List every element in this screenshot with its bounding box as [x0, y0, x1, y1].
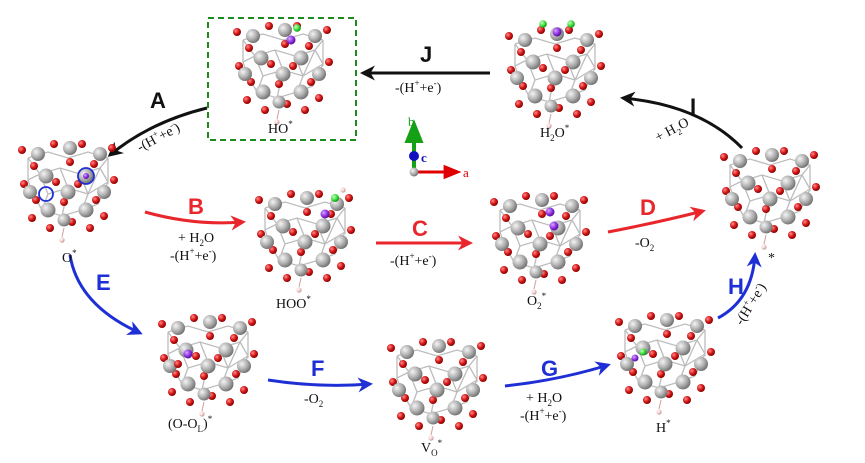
label-h2o-star: H2O* — [540, 123, 570, 143]
cond-f: -O2 — [304, 392, 323, 409]
step-letter-h: H — [728, 274, 744, 299]
step-letter-i: I — [690, 94, 696, 119]
structure-ool-star — [157, 313, 259, 418]
structure-h-star — [614, 311, 716, 416]
label-vo-star: VO* — [421, 438, 443, 458]
cond-d: -O2 — [635, 236, 654, 253]
label-ho-star: HO* — [268, 119, 293, 137]
structure-o-star — [17, 139, 119, 244]
label-bare-star: * — [768, 251, 775, 266]
arrow-b — [144, 210, 246, 231]
cond-j: -(H++e-) — [395, 78, 442, 96]
step-letter-f: F — [311, 356, 324, 381]
label-h-star: H* — [656, 418, 671, 436]
cond-g-water: + H2O — [526, 391, 562, 408]
structure-h2o-star — [504, 20, 606, 130]
step-letter-g: G — [541, 356, 558, 381]
step-letter-e: E — [96, 270, 111, 295]
axis-label-b: b — [408, 114, 415, 129]
arrow-e — [68, 254, 143, 335]
axis-label-c: c — [421, 150, 427, 165]
step-letter-b: B — [188, 194, 204, 219]
structure-bare-star — [719, 146, 821, 251]
ho-star-selection-box — [207, 17, 357, 141]
step-letter-j: J — [420, 42, 432, 67]
arrow-h — [717, 252, 762, 320]
step-letter-d: D — [640, 195, 656, 220]
cond-g-proton: -(H++e-) — [520, 406, 567, 424]
cond-b-proton: -(H++e-) — [170, 246, 217, 264]
label-o-star: O* — [62, 248, 77, 266]
cond-i: + H2O — [653, 115, 693, 147]
structure-ho-star — [232, 21, 334, 126]
step-letter-a: A — [150, 88, 166, 113]
label-hoo-star: HOO* — [276, 294, 311, 312]
structure-o2-star — [489, 191, 591, 296]
structure-vo-star — [386, 337, 488, 442]
label-ool-star: (O-OL)* — [168, 414, 213, 434]
cond-c: -(H++e-) — [390, 251, 437, 269]
step-letter-c: C — [412, 216, 428, 241]
axis-indicator: b c a — [404, 114, 469, 180]
structure-hoo-star — [254, 187, 356, 294]
arrow-g — [504, 361, 611, 388]
arrow-i — [620, 91, 744, 150]
label-o2-star: O2* — [527, 291, 547, 311]
arrow-f — [267, 377, 373, 393]
arrow-a — [107, 106, 208, 157]
axis-label-a: a — [463, 165, 469, 180]
arrow-d — [607, 206, 706, 234]
cond-b-water: + H2O — [178, 231, 214, 248]
